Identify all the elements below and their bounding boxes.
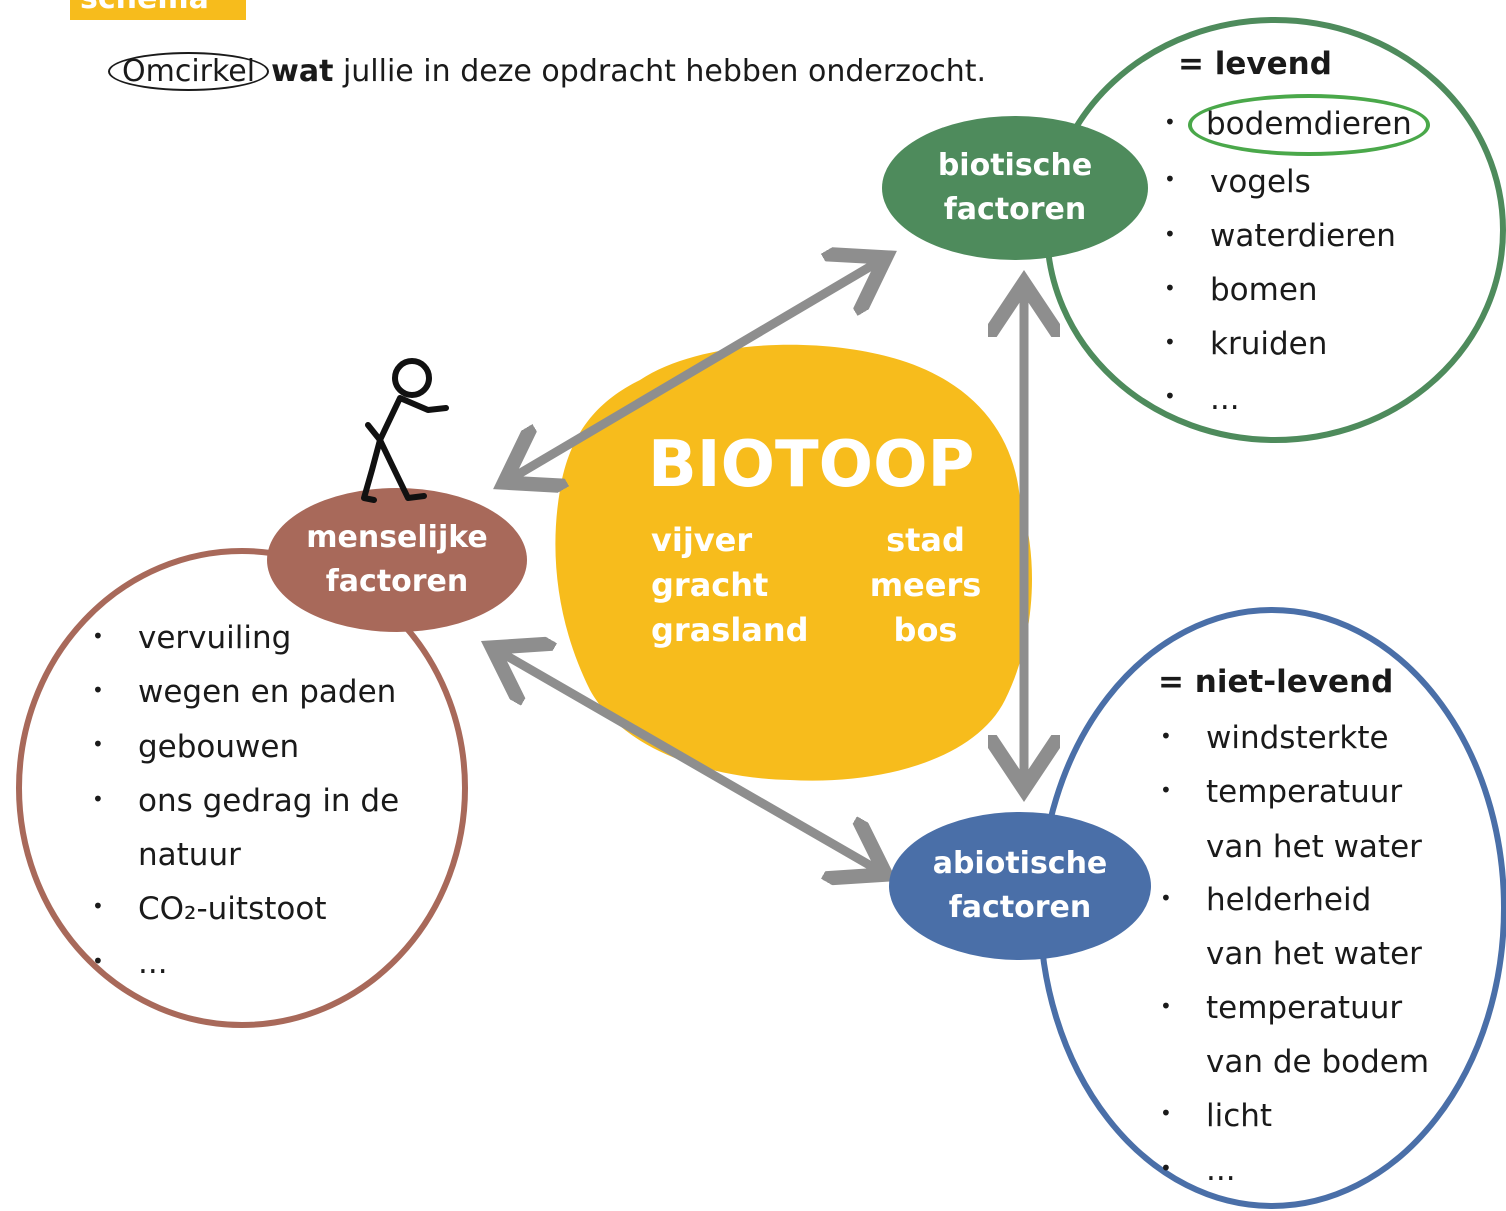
place-grasland: grasland <box>651 611 809 649</box>
menselijk-node <box>267 488 527 632</box>
list-item: •bodemdieren <box>1164 94 1430 156</box>
list-item: •vervuiling <box>92 620 292 656</box>
list-item-text: windsterkte <box>1206 720 1389 756</box>
list-item-text: kruiden <box>1210 326 1328 363</box>
menselijk-label: menselijke factoren <box>272 516 522 604</box>
list-item-text: helderheid <box>1206 882 1372 918</box>
arrow-mens-biotisch <box>512 262 878 478</box>
list-item-continuation: van het water <box>1160 928 1429 982</box>
menselijk-list: •vervuiling •wegen en paden •gebouwen •o… <box>92 612 399 991</box>
instruction-bold: wat <box>271 54 334 89</box>
circled-word: Omcirkel <box>108 52 270 91</box>
list-item: •... <box>1164 380 1240 417</box>
biotoop-title: BIOTOOP <box>648 428 975 502</box>
list-item-text: natuur <box>138 837 241 873</box>
list-item-text: CO₂-uitstoot <box>138 890 327 927</box>
list-item-text: ... <box>138 944 168 981</box>
abiotisch-label-line2: factoren <box>948 890 1092 925</box>
place-meers: meers <box>869 566 982 604</box>
abiotisch-label-line1: abiotische <box>932 846 1108 881</box>
list-item: •windsterkte <box>1160 720 1389 756</box>
list-item-text: ons gedrag in de <box>138 782 400 819</box>
instruction-rest: jullie in deze opdracht hebben onderzoch… <box>333 54 987 89</box>
biotisch-label-line1: biotische <box>937 148 1093 183</box>
list-item: •kruiden <box>1164 326 1328 363</box>
list-item: •vogels <box>1164 163 1311 200</box>
list-item: •... <box>1160 1151 1236 1188</box>
list-item-text: gebouwen <box>138 728 300 765</box>
list-item-text: ... <box>1206 1151 1236 1188</box>
list-item-text: vervuiling <box>138 620 292 656</box>
menselijk-label-line1: menselijke <box>306 520 488 555</box>
biotisch-node <box>882 116 1148 260</box>
section-tag: schema <box>70 0 246 20</box>
list-item-continuation: van de bodem <box>1160 1036 1429 1090</box>
list-item: •gebouwen <box>92 728 300 765</box>
levend-header: = levend <box>1178 46 1332 82</box>
walking-person-icon <box>361 358 449 503</box>
place-stad: stad <box>886 521 965 559</box>
biotisch-label: biotische factoren <box>890 144 1140 232</box>
list-item-text: van het water <box>1206 936 1422 973</box>
abiotisch-label: abiotische factoren <box>895 842 1145 930</box>
levend-list: •bodemdieren •vogels •waterdieren •bomen… <box>1164 94 1430 427</box>
list-item: •ons gedrag in de <box>92 782 400 819</box>
list-item: •bomen <box>1164 272 1318 308</box>
biotisch-label-line2: factoren <box>943 192 1087 227</box>
list-item-continuation: van het water <box>1160 821 1429 875</box>
list-item-text: waterdieren <box>1210 217 1396 254</box>
niet-levend-header: = niet-levend <box>1158 664 1394 700</box>
list-item: •licht <box>1160 1097 1273 1134</box>
list-item: •... <box>92 944 168 981</box>
list-item-text: vogels <box>1210 163 1311 200</box>
list-item: •helderheid <box>1160 882 1372 918</box>
place-bos: bos <box>893 611 958 649</box>
biotoop-right-list: stad meers bos <box>868 518 983 653</box>
place-gracht: gracht <box>651 566 769 604</box>
highlighted-item: bodemdieren <box>1188 94 1430 156</box>
arrow-mens-abiotisch <box>500 652 878 870</box>
biotoop-left-list: vijver gracht grasland <box>651 518 809 653</box>
list-item-text: licht <box>1206 1097 1273 1134</box>
place-vijver: vijver <box>651 521 753 559</box>
list-item-continuation: natuur <box>92 829 399 883</box>
menselijk-label-line2: factoren <box>325 564 469 599</box>
list-item: •waterdieren <box>1164 217 1396 254</box>
list-item-text: van het water <box>1206 828 1422 865</box>
list-item: •temperatuur <box>1160 989 1403 1026</box>
list-item-text: ... <box>1210 380 1240 417</box>
niet-levend-list: •windsterkte •temperatuur van het water … <box>1160 712 1429 1198</box>
abiotisch-node <box>889 812 1151 960</box>
list-item-text: bomen <box>1210 272 1318 308</box>
list-item-text: wegen en paden <box>138 674 397 711</box>
list-item: •temperatuur <box>1160 774 1403 811</box>
list-item-text: van de bodem <box>1206 1044 1430 1080</box>
list-item: •CO₂-uitstoot <box>92 890 327 927</box>
menselijk-circle <box>16 548 468 1028</box>
list-item-text: temperatuur <box>1206 774 1403 811</box>
list-item: •wegen en paden <box>92 674 397 711</box>
list-item-text: temperatuur <box>1206 989 1403 1026</box>
